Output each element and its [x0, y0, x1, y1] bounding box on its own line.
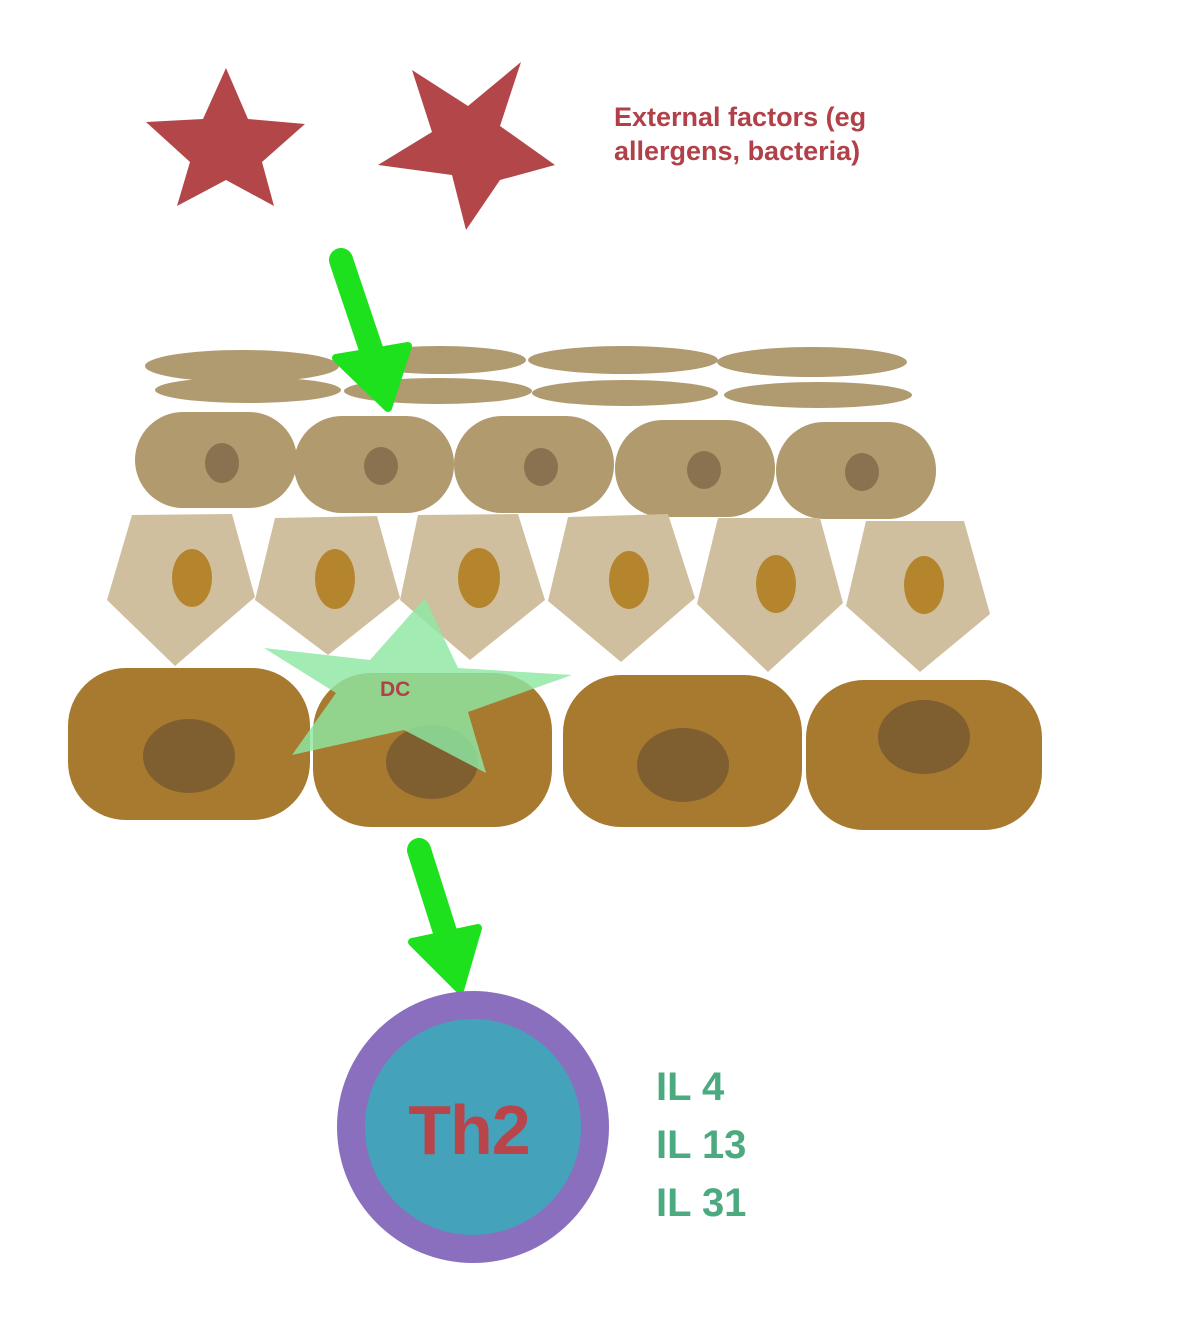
external-factors-label: External factors (eg allergens, bacteria…: [614, 100, 866, 168]
granular-layer: [135, 412, 936, 519]
granular-nucleus: [687, 451, 721, 489]
corneocyte: [145, 350, 339, 382]
activation-arrow: [407, 838, 482, 994]
spinous-nucleus: [609, 551, 649, 609]
basal-nucleus: [878, 700, 970, 774]
th2-cell-core: [365, 1019, 581, 1235]
spinous-nucleus: [904, 556, 944, 614]
spinous-nucleus: [756, 555, 796, 613]
corneocyte: [155, 377, 341, 403]
allergen-star-left: [146, 68, 305, 206]
allergen-star-right: [378, 62, 555, 230]
granular-nucleus: [364, 447, 398, 485]
spinous-layer: [107, 514, 990, 672]
corneocyte: [724, 382, 912, 408]
dendritic-cell: [264, 598, 572, 773]
cytokine-list: IL 4 IL 13 IL 31: [656, 1058, 746, 1232]
corneocyte: [528, 346, 718, 374]
cytokine-il4: IL 4: [656, 1065, 725, 1109]
granular-nucleus: [524, 448, 558, 486]
corneocyte: [717, 347, 907, 377]
external-factors-line-1: External factors (eg: [614, 102, 867, 132]
corneocyte: [532, 380, 718, 406]
external-factors-line-2: allergens, bacteria): [614, 136, 861, 166]
basal-layer: [68, 668, 1042, 830]
spinous-nucleus: [172, 549, 212, 607]
basal-nucleus: [143, 719, 235, 793]
spinous-nucleus: [315, 549, 355, 609]
entry-arrow: [329, 248, 412, 412]
granular-nucleus: [205, 443, 239, 483]
dendritic-cell-label: DC: [380, 678, 411, 701]
cytokine-il13: IL 13: [656, 1123, 747, 1167]
spinous-nucleus: [458, 548, 500, 608]
stratum-corneum: [145, 346, 912, 408]
th2-label: Th2: [408, 1091, 530, 1169]
cytokine-il31: IL 31: [656, 1181, 747, 1225]
basal-nucleus: [637, 728, 729, 802]
granular-nucleus: [845, 453, 879, 491]
